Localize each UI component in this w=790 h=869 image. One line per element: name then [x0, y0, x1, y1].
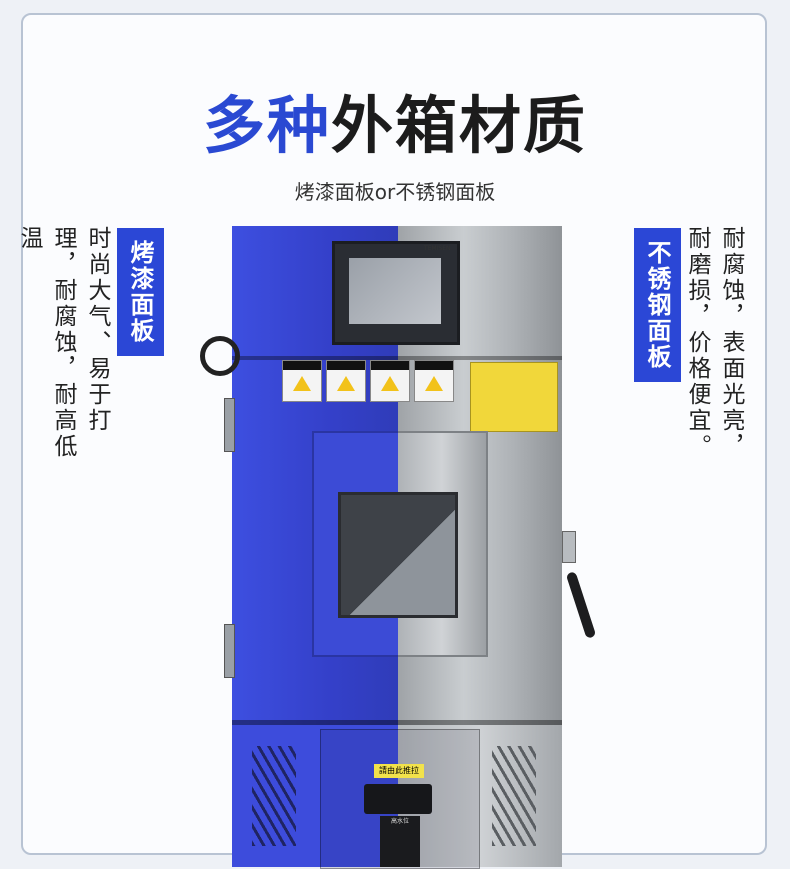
test-chamber-image: TEMISEN 請由此推拉 高水位 [196, 226, 597, 869]
cable-loop [200, 336, 240, 376]
warning-labels [282, 360, 458, 402]
right-tag: 不锈钢面板 [634, 228, 681, 382]
hinge-bottom [224, 624, 235, 678]
push-pull-label: 請由此推拉 [374, 764, 424, 778]
left-tag: 烤漆面板 [117, 228, 164, 356]
right-description: 耐腐蚀，表面光亮，耐磨损，价格便宜。 [684, 226, 744, 460]
handle-bracket [562, 531, 576, 563]
water-tank-handle [364, 784, 432, 814]
brand-label: TEMISEN [424, 245, 451, 252]
title-rest: 外箱材质 [331, 89, 588, 162]
touch-screen [332, 241, 460, 345]
hinge-top [224, 398, 235, 452]
water-level-plug: 高水位 [380, 816, 420, 867]
title-highlight: 多种 [202, 89, 331, 162]
vent-right [492, 746, 536, 846]
page-subtitle: 烤漆面板or不锈钢面板 [294, 180, 496, 204]
door-handle [565, 571, 597, 639]
vent-left [252, 746, 296, 846]
page-title: 多种外箱材质 [0, 95, 790, 157]
observation-window [338, 492, 458, 618]
left-description: 时尚大气、易于打理，耐腐蚀，耐高低温 [16, 226, 110, 460]
notice-sticker [470, 362, 558, 432]
